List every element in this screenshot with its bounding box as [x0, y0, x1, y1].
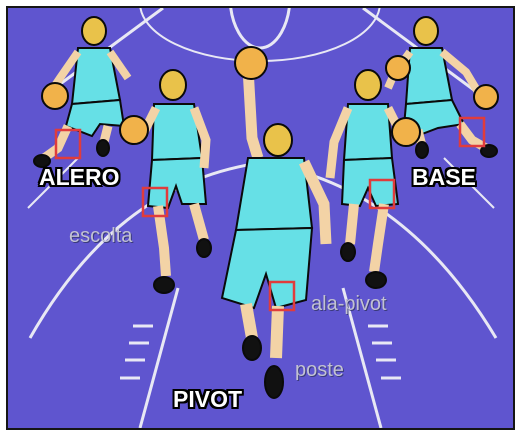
player-escolta	[119, 69, 212, 294]
label-escolta: escolta	[69, 225, 133, 247]
player-alero	[33, 16, 132, 168]
label-base: BASE	[412, 164, 476, 190]
court-drawing	[27, 8, 499, 428]
court-illustration: ALERO BASE escolta ala-pivot poste PIVOT	[6, 6, 515, 430]
label-ala-pivot: ala-pivot	[311, 293, 387, 315]
label-pivot: PIVOT	[173, 386, 243, 412]
player-pivot	[220, 46, 332, 399]
label-poste: poste	[295, 359, 344, 381]
position-markers	[54, 116, 486, 312]
player-ala-pivot	[325, 69, 421, 289]
label-alero: ALERO	[39, 164, 120, 190]
